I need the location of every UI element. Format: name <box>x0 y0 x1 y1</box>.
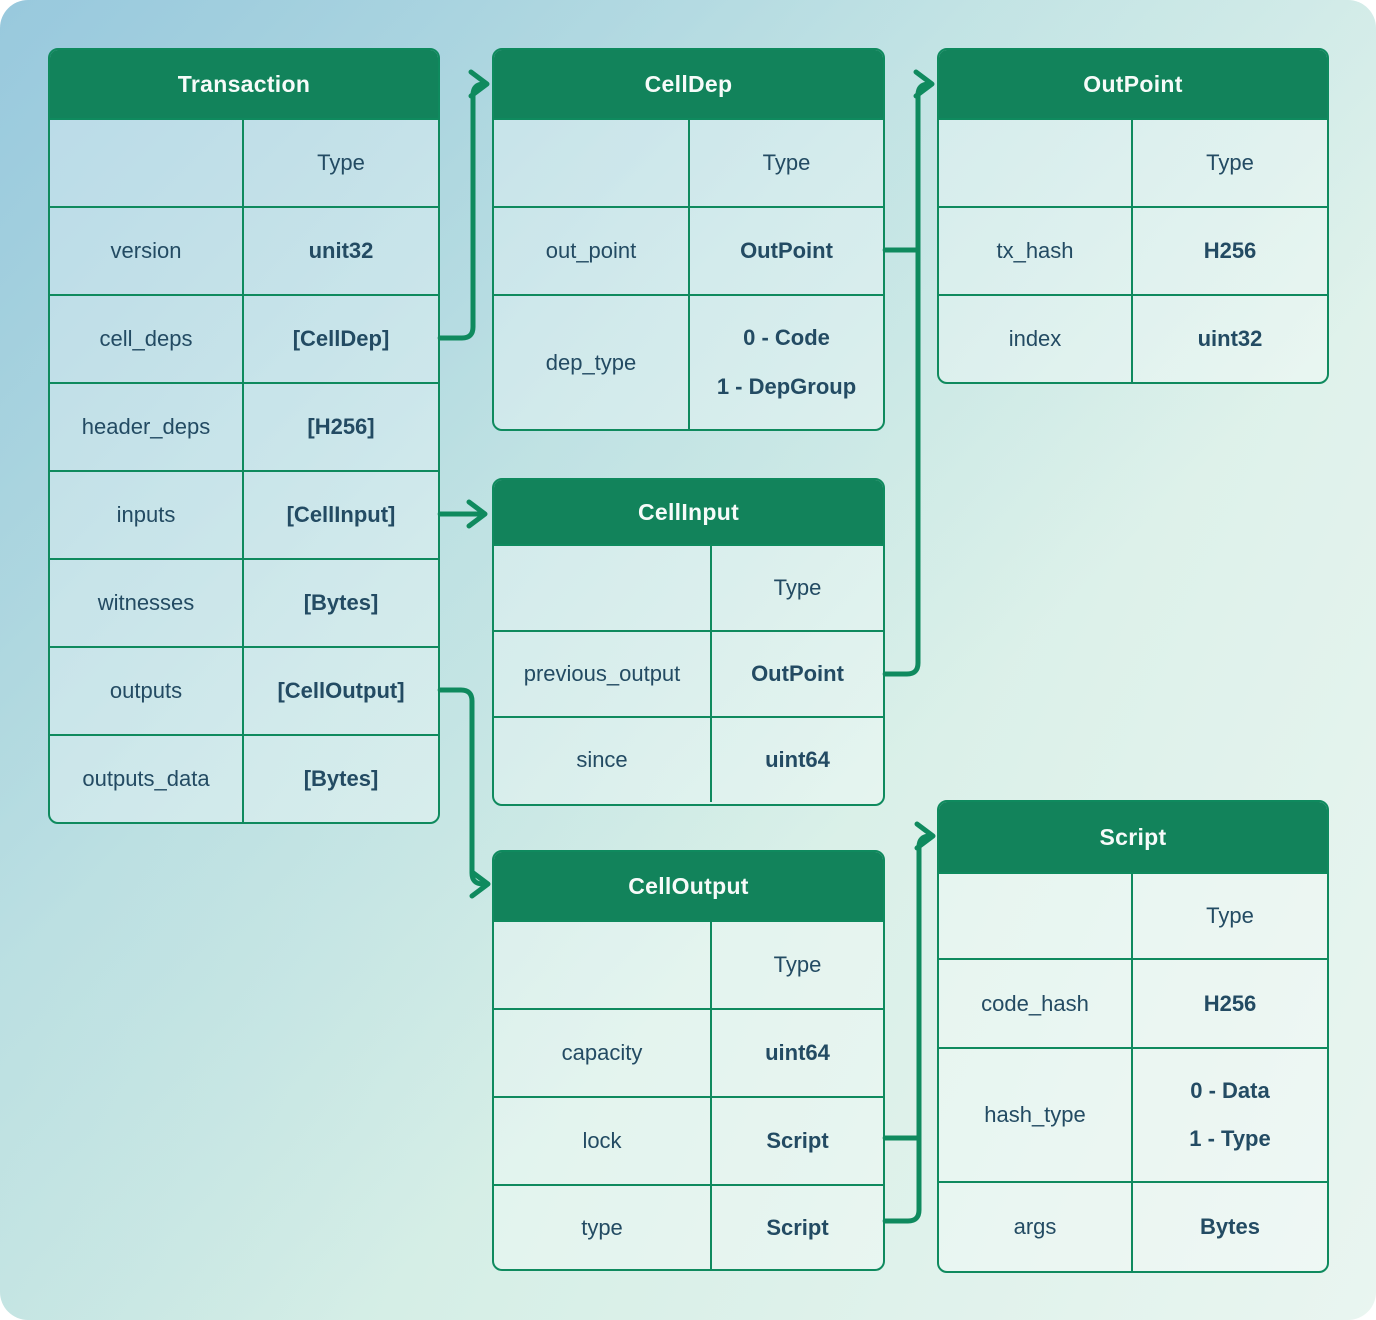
table-row: version unit32 <box>50 206 438 294</box>
field-cell: witnesses <box>50 560 244 646</box>
field-cell: outputs_data <box>50 736 244 822</box>
arrowhead-icon <box>914 821 936 851</box>
field-cell: lock <box>494 1098 712 1184</box>
arrowhead-icon <box>468 69 490 99</box>
table-outpoint-header: OutPoint <box>939 50 1327 118</box>
type-column-header: Type <box>317 150 365 175</box>
field-cell: header_deps <box>50 384 244 470</box>
field-cell: type <box>494 1186 712 1269</box>
type-cell: H256 <box>1203 990 1257 1016</box>
field-cell <box>50 120 244 206</box>
connector-outputs-to-celloutput <box>437 687 491 899</box>
type-cell: uint64 <box>765 1040 830 1065</box>
table-row: Type <box>50 118 438 206</box>
type-cell: Script <box>766 1214 829 1240</box>
type-column-header: Type <box>1206 903 1254 928</box>
table-row: Type <box>494 920 883 1008</box>
table-row: dep_type 0 - Code 1 - DepGroup <box>494 294 883 429</box>
field-cell: code_hash <box>939 960 1133 1047</box>
type-cell: H256 <box>1203 238 1257 263</box>
table-row: outputs_data [Bytes] <box>50 734 438 822</box>
table-cellinput-header: CellInput <box>494 480 883 544</box>
type-cell: [Bytes] <box>303 766 379 791</box>
table-transaction: Transaction Type version unit32 cell_dep… <box>48 48 440 824</box>
table-row: tx_hash H256 <box>939 206 1327 294</box>
type-cell: OutPoint <box>740 238 833 263</box>
table-row: out_point OutPoint <box>494 206 883 294</box>
table-celloutput-header: CellOutput <box>494 852 883 920</box>
type-cell: uint64 <box>765 747 830 772</box>
table-row: index uint32 <box>939 294 1327 382</box>
field-cell: args <box>939 1183 1133 1271</box>
type-cell: unit32 <box>308 238 374 263</box>
field-cell: hash_type <box>939 1049 1133 1181</box>
table-script-header: Script <box>939 802 1327 872</box>
type-cell: OutPoint <box>751 661 844 686</box>
table-cellinput: CellInput Type previous_output OutPoint … <box>492 478 885 806</box>
table-celldep-header: CellDep <box>494 50 883 118</box>
field-cell: index <box>939 296 1133 382</box>
type-column-header: Type <box>773 575 822 600</box>
type-column-header: Type <box>762 150 811 175</box>
table-row: witnesses [Bytes] <box>50 558 438 646</box>
table-row: lock Script <box>494 1096 883 1184</box>
field-cell: dep_type <box>494 296 690 429</box>
table-row: Type <box>494 118 883 206</box>
table-celloutput: CellOutput Type capacity uint64 lock Scr… <box>492 850 885 1271</box>
field-cell: tx_hash <box>939 208 1133 294</box>
connector-cell-deps-to-celldep <box>437 69 490 341</box>
arrowhead-icon <box>469 869 491 899</box>
table-row: capacity uint64 <box>494 1008 883 1096</box>
field-cell: previous_output <box>494 632 712 716</box>
table-row: hash_type 0 - Data 1 - Type <box>939 1047 1327 1181</box>
table-script: Script Type code_hash H256 hash_type 0 -… <box>937 800 1329 1273</box>
table-row: since uint64 <box>494 716 883 802</box>
field-cell: outputs <box>50 648 244 734</box>
field-cell <box>494 546 712 630</box>
type-cell: uint32 <box>1197 326 1263 351</box>
table-row: outputs [CellOutput] <box>50 646 438 734</box>
field-cell: cell_deps <box>50 296 244 382</box>
field-cell: since <box>494 718 712 802</box>
field-cell: capacity <box>494 1010 712 1096</box>
table-outpoint: OutPoint Type tx_hash H256 index uint32 <box>937 48 1329 384</box>
table-row: Type <box>939 872 1327 958</box>
type-column-header: Type <box>773 952 822 977</box>
type-cell: [CellOutput] <box>277 678 405 703</box>
type-cell: Script <box>766 1128 829 1153</box>
field-cell <box>939 120 1133 206</box>
field-cell: inputs <box>50 472 244 558</box>
table-transaction-header: Transaction <box>50 50 438 118</box>
type-cell: [Bytes] <box>303 590 379 615</box>
connector-script-trunk <box>882 821 936 1224</box>
table-row: type Script <box>494 1184 883 1269</box>
type-cell: [CellDep] <box>292 326 390 351</box>
field-cell: version <box>50 208 244 294</box>
table-row: code_hash H256 <box>939 958 1327 1047</box>
type-column-header: Type <box>1206 150 1254 175</box>
table-row: header_deps [H256] <box>50 382 438 470</box>
table-celldep: CellDep Type out_point OutPoint dep_type… <box>492 48 885 431</box>
field-cell: out_point <box>494 208 690 294</box>
connector-inputs-to-cellinput <box>437 499 488 529</box>
field-cell <box>494 922 712 1008</box>
type-cell: Bytes <box>1200 1214 1260 1239</box>
table-row: args Bytes <box>939 1181 1327 1271</box>
type-cell: [CellInput] <box>286 502 396 527</box>
type-cell: 0 - Code 1 - DepGroup <box>716 325 857 399</box>
table-row: cell_deps [CellDep] <box>50 294 438 382</box>
table-row: previous_output OutPoint <box>494 630 883 716</box>
arrowhead-icon <box>466 499 488 529</box>
type-cell: 0 - Data 1 - Type <box>1189 1077 1271 1151</box>
arrowhead-icon <box>913 69 935 99</box>
field-cell <box>494 120 690 206</box>
table-row: Type <box>494 544 883 630</box>
field-cell <box>939 874 1133 958</box>
table-row: Type <box>939 118 1327 206</box>
connector-outpoint-trunk <box>882 69 935 677</box>
type-cell: [H256] <box>307 414 375 439</box>
table-row: inputs [CellInput] <box>50 470 438 558</box>
